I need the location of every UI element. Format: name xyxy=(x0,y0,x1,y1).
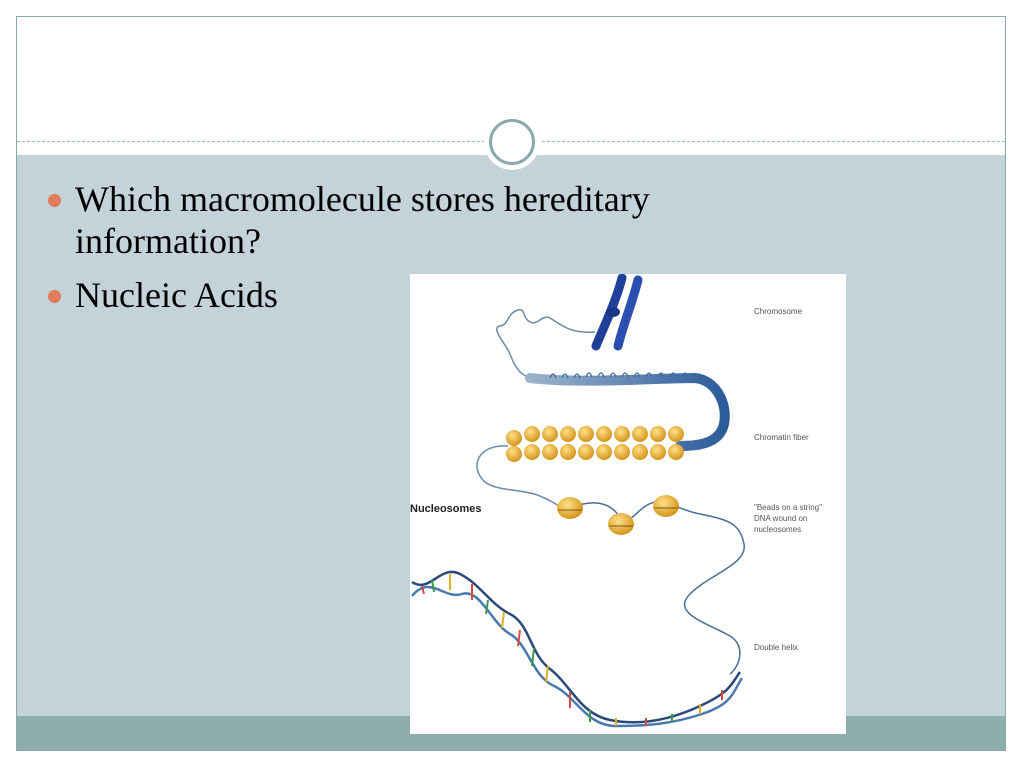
bullet-text: Nucleic Acids xyxy=(75,275,278,315)
bullet-dot-icon xyxy=(48,290,61,303)
label-beads-line3: nucleosomes xyxy=(754,525,801,534)
bullet-text: Which macromolecule stores hereditary in… xyxy=(75,179,650,261)
dna-strand-top xyxy=(497,310,595,380)
chromosome-icon xyxy=(596,278,638,346)
label-double-helix: Double helix xyxy=(754,643,798,652)
label-beads-line2: DNA wound on xyxy=(754,514,807,523)
beads-string xyxy=(570,502,744,674)
nucleosome-beads xyxy=(557,495,679,535)
label-nucleosomes: Nucleosomes xyxy=(410,503,482,515)
label-chromatin-fiber: Chromatin fiber xyxy=(754,433,809,442)
divider-ornament-ring xyxy=(489,119,535,165)
chromatin-fiber xyxy=(506,426,684,462)
label-chromosome: Chromosome xyxy=(754,307,803,316)
bullet-dot-icon xyxy=(48,194,61,207)
dna-packaging-figure: Chromosome Chromatin fiber Nucleosomes "… xyxy=(410,274,846,734)
label-beads-line1: "Beads on a string" xyxy=(754,503,822,512)
dna-packaging-diagram: Chromosome Chromatin fiber Nucleosomes "… xyxy=(410,274,846,734)
double-helix xyxy=(412,572,742,726)
bullet-item-question: Which macromolecule stores hereditary in… xyxy=(46,178,766,262)
